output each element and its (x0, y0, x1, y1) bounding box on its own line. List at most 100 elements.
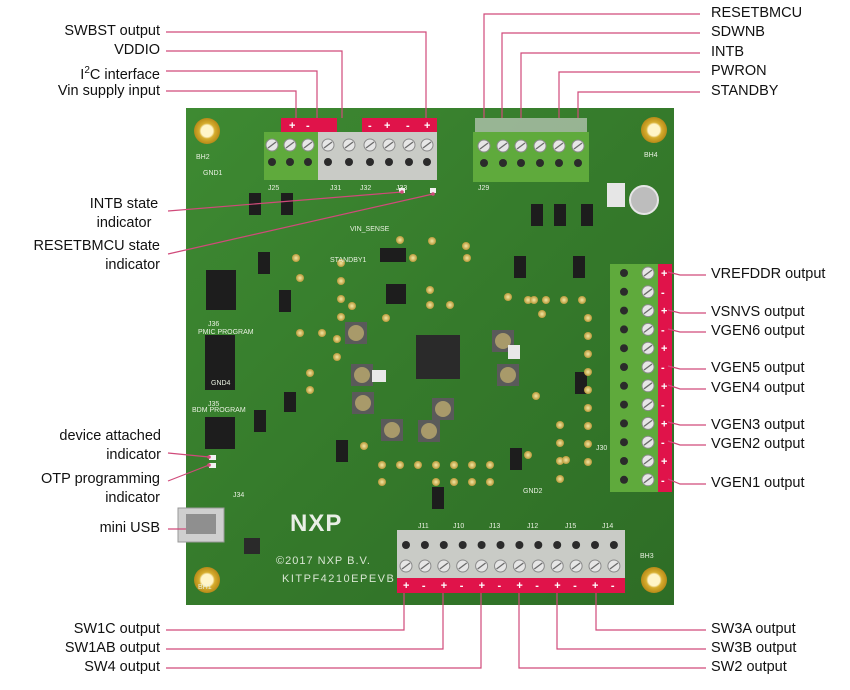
test-pad (378, 478, 386, 486)
callout-otp-prog: OTP programming indicator (41, 471, 160, 506)
callout-vgen3: VGEN3 output (711, 417, 805, 433)
silk-bh3: BH3 (640, 553, 654, 560)
callout-swbst: SWBST output (64, 23, 160, 39)
test-pad (556, 475, 564, 483)
test-pad (333, 335, 341, 343)
callout-vgen6: VGEN6 output (711, 323, 805, 339)
test-pad (538, 310, 546, 318)
test-pad (337, 295, 345, 303)
terminal-screw (533, 139, 547, 167)
test-pad (292, 254, 300, 262)
mount-hole-bh1 (194, 567, 220, 593)
test-pad (584, 314, 592, 322)
mount-hole-bh3 (641, 567, 667, 593)
test-pad (578, 296, 586, 304)
terminal-screw (301, 138, 315, 166)
terminal-screw: - (620, 473, 665, 487)
terminal-screw: + (620, 341, 667, 355)
test-pad (532, 392, 540, 400)
silk-gnd2: GND2 (523, 488, 543, 495)
test-pad (378, 461, 386, 469)
terminal-screw: - (620, 398, 665, 412)
callout-sw3b: SW3B output (711, 640, 797, 656)
callout-intb-state: INTB state indicator (89, 196, 159, 231)
terminal-screw: + (437, 541, 451, 592)
mount-hole-bh2 (194, 118, 220, 144)
test-pads (292, 236, 592, 486)
silk-bh2: BH2 (196, 154, 210, 161)
svg-text:-: - (661, 437, 665, 449)
test-pad (318, 329, 326, 337)
test-pad (584, 386, 592, 394)
silk-j29: J29 (478, 185, 489, 192)
callout-mini-usb: mini USB (99, 520, 160, 536)
test-pad (468, 478, 476, 486)
svg-text:+: + (661, 381, 667, 393)
callout-sw1ab: SW1AB output (64, 640, 160, 656)
callout-sw1c: SW1C output (73, 621, 160, 637)
terminal-screw: - (620, 322, 665, 336)
svg-text:+: + (661, 456, 667, 468)
svg-text:-: - (498, 580, 502, 592)
test-pad (463, 254, 471, 262)
test-pad (504, 293, 512, 301)
test-pad (296, 274, 304, 282)
callout-vsnvs: VSNVS output (711, 304, 805, 320)
test-pad (584, 404, 592, 412)
svg-text:-: - (661, 475, 665, 487)
terminal-screw: - (531, 541, 545, 592)
copyright-text: ©2017 NXP B.V. (276, 555, 371, 567)
svg-text:-: - (422, 580, 426, 592)
svg-text:+: + (403, 580, 409, 592)
silk-j35: J35 (208, 401, 219, 408)
callout-vgen4: VGEN4 output (711, 380, 805, 396)
silk-j12: J12 (527, 523, 538, 530)
test-pad (542, 296, 550, 304)
terminal-screw: + (620, 379, 667, 393)
svg-text:-: - (611, 580, 615, 592)
test-pad (446, 301, 454, 309)
terminal-screw: + (588, 541, 602, 592)
svg-text:+: + (554, 580, 560, 592)
test-pad (382, 314, 390, 322)
silk-j15: J15 (565, 523, 576, 530)
silk-bdm-program: BDM PROGRAM (192, 407, 246, 414)
svg-text:+: + (516, 580, 522, 592)
test-pad (360, 442, 368, 450)
silk-gnd4: GND4 (211, 380, 231, 387)
callout-vrefddr: VREFDDR output (711, 266, 826, 282)
nxp-logo: NXP (290, 510, 342, 537)
terminal-screw: + (550, 541, 564, 592)
svg-text:-: - (573, 580, 577, 592)
svg-text:+: + (661, 268, 667, 280)
silk-j11: J11 (418, 523, 429, 530)
svg-text:+: + (661, 343, 667, 355)
test-pad (337, 259, 345, 267)
terminal-screw (402, 138, 416, 166)
terminal-screw (496, 139, 510, 167)
callout-sw3a: SW3A output (711, 621, 796, 637)
battery-holder (607, 183, 625, 207)
usb-ic (244, 538, 260, 554)
test-pad (584, 368, 592, 376)
callout-vgen5: VGEN5 output (711, 360, 805, 376)
pin-headers (205, 193, 593, 509)
callout-pwron: PWRON (711, 63, 767, 79)
terminal-screw (552, 139, 566, 167)
callout-vgen2: VGEN2 output (711, 436, 805, 452)
silkscreen: BH2 BH4 BH1 BH3 GND1 GND2 GND4 PMIC PROG… (192, 152, 658, 591)
terminal-screw: + (512, 541, 526, 592)
terminal-screw (514, 139, 528, 167)
svg-text:+: + (384, 120, 390, 132)
terminal-screw: - (418, 541, 432, 592)
test-pad (584, 458, 592, 466)
part-number: KITPF4210EPEVB (282, 573, 395, 585)
terminal-screw (265, 138, 279, 166)
test-pad (450, 461, 458, 469)
test-pad (306, 369, 314, 377)
terminal-screw (420, 138, 434, 166)
terminal-screw: + (475, 541, 489, 592)
callout-standby: STANDBY (711, 83, 779, 99)
test-pad (426, 301, 434, 309)
